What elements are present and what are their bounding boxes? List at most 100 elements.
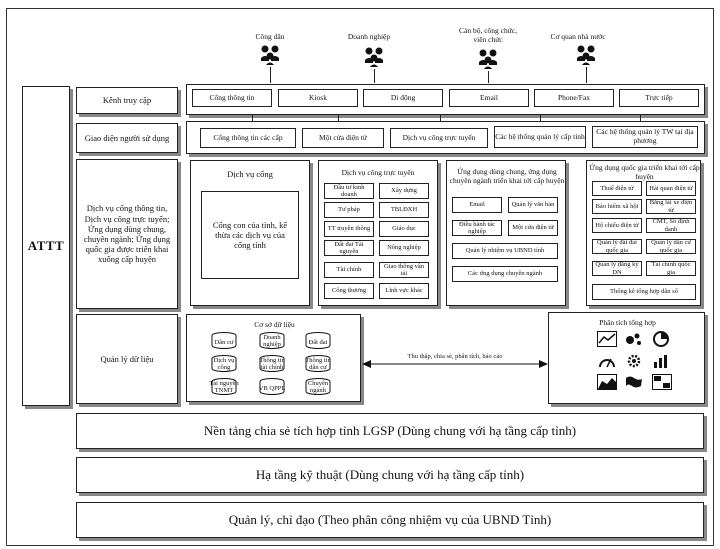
infrastructure-layer: Hạ tầng kỹ thuật (Dùng chung với hạ tầng…: [76, 457, 704, 493]
service-item: Đầu tư kinh doanh: [324, 183, 374, 199]
database-icon: [305, 332, 331, 349]
data-management-label: Quản lý dữ liệu: [76, 314, 178, 404]
online-services-title: Dịch vụ công trực tuyến: [341, 167, 415, 177]
flow-arrow: [362, 360, 548, 368]
analytics-title: Phân tích tổng hợp: [599, 317, 656, 327]
database-icon: [211, 378, 237, 395]
national-item-wide: Thống kê tổng hợp dân số: [592, 284, 696, 300]
database-icon: [211, 332, 237, 349]
gear-chart-icon: [627, 354, 641, 368]
channels-row: [186, 84, 705, 115]
national-item: Bảo hiểm xã hội: [592, 199, 642, 214]
database-icon: [211, 355, 237, 372]
service-item: Nông nghiệp: [379, 240, 429, 256]
database-label: Dịch vụ công: [213, 356, 235, 371]
bar-chart-icon: [654, 355, 667, 368]
interface-one-stop: Một cửa điện tử: [302, 128, 384, 148]
interface-central-systems: Các hệ thống quản lý TW tại địa phương: [592, 126, 698, 148]
radial-chart-icon: [599, 358, 615, 368]
connector-line: [270, 67, 271, 83]
app-item: Email: [452, 197, 502, 213]
database-icon: [305, 378, 331, 395]
connector-line: [488, 71, 489, 83]
interface-portal-levels: Cổng thông tin các cấp: [200, 128, 296, 148]
database-icon: [305, 355, 331, 372]
map-icon: [626, 376, 642, 388]
actor-label-officials: Cán bộ, công chức, viên chức: [458, 26, 517, 44]
app-item-wide: Các ứng dụng chuyên ngành: [452, 266, 558, 282]
database-label: VB QPPL: [258, 385, 286, 393]
access-channel-label: Kênh truy cập: [76, 87, 178, 114]
database-icon: [259, 355, 285, 372]
national-item: Quản lý đăng ký DN: [592, 261, 642, 276]
app-item-wide: Quản lý nhiệm vụ UBND tỉnh: [452, 243, 558, 259]
service-item: Xây dựng: [379, 183, 429, 199]
people-icon: [479, 49, 497, 69]
national-item: Hải quan điện tử: [646, 181, 696, 196]
channel-direct: Trực tiếp: [619, 89, 699, 107]
actor-label-business: Doanh nghiệp: [347, 31, 391, 41]
channel-email: Email: [449, 89, 529, 107]
channel-kiosk: Kiosk: [278, 89, 358, 107]
grid-chart-icon: [652, 374, 672, 390]
database-label: Đất đai: [308, 339, 328, 347]
line-chart-icon: [597, 331, 617, 347]
actor-label-agency: Cơ quan nhà nước: [550, 31, 606, 41]
interface-provincial-systems: Các hệ thống quản lý cấp tỉnh: [494, 126, 586, 148]
database-icon: [259, 332, 285, 349]
service-item: Công thương: [324, 283, 374, 299]
actor-label-citizen: Công dân: [255, 31, 285, 41]
channel-phone-fax: Phone/Fax: [534, 89, 614, 107]
portal-services-title: Dịch vụ cổng: [227, 168, 273, 179]
connector-line: [586, 67, 587, 83]
sub-portal-box: Cổng con của tỉnh, kế thừa các dịch vụ c…: [201, 191, 299, 279]
pie-chart-icon: [653, 331, 669, 347]
national-item: Thuế điện tử: [592, 181, 642, 196]
channel-mobile: Di động: [363, 89, 443, 107]
national-item: Bằng lái xe điện tử: [646, 199, 696, 214]
database-label: Doanh nghiệp: [263, 333, 281, 348]
area-chart-icon: [597, 374, 617, 390]
national-item: Quản lý đất đai quốc gia: [592, 239, 642, 254]
attt-column: ATTT: [22, 86, 70, 406]
service-item: Đất đai Tài nguyên: [324, 240, 374, 256]
connector-line: [374, 69, 375, 83]
service-item: TBLĐXH: [379, 202, 429, 218]
service-item: TT truyền thông: [324, 221, 374, 237]
database-label: Thông tin dân cư: [305, 356, 331, 371]
app-item: Quản lý văn bản: [508, 197, 558, 213]
attt-label: ATTT: [27, 238, 65, 253]
service-item: Tư pháp: [324, 202, 374, 218]
database-label: Thông tin tài chính: [259, 356, 285, 371]
people-icon: [365, 47, 383, 67]
interface-online-services: Dịch vụ công trực tuyến: [390, 128, 488, 148]
management-layer: Quản lý, chỉ đạo (Theo phân công nhiệm v…: [76, 502, 704, 538]
people-icon: [577, 45, 595, 65]
lgsp-layer: Nền tảng chia sẻ tích hợp tỉnh LGSP (Dùn…: [76, 413, 704, 449]
database-title: Cơ sở dữ liệu: [254, 319, 295, 329]
national-item: CMT, Số định danh: [646, 218, 696, 233]
shared-apps-title: Ứng dụng dùng chung, ứng dụng chuyên ngà…: [449, 167, 565, 185]
scatter-icon: [626, 333, 641, 345]
people-icon: [261, 45, 279, 65]
national-item: Hộ chiếu điện tử: [592, 218, 642, 233]
database-label: Tài nguyên TNMT: [209, 379, 239, 394]
database-label: Dân cư: [214, 339, 234, 347]
user-interface-label: Giao diện người sử dụng: [76, 123, 178, 153]
channel-portal: Cổng thông tin: [192, 89, 272, 107]
portal-services-box: Dịch vụ cổng Cổng con của tỉnh, kế thừa …: [190, 160, 310, 306]
database-label: Chuyên ngành: [307, 379, 329, 394]
service-item: Giáo dục: [379, 221, 429, 237]
app-item: Điều hành tác nghiệp: [452, 220, 502, 236]
app-item: Một cửa điện tử: [508, 220, 558, 236]
flow-label: Thu thập, chia sẻ, phân tích, báo cáo: [380, 352, 530, 361]
national-item: Quản lý dân cư quốc gia: [646, 239, 696, 254]
national-item: Tài chính quốc gia: [646, 261, 696, 276]
database-icon: [259, 378, 285, 395]
analytics-box: Phân tích tổng hợp: [548, 312, 705, 404]
services-label: Dịch vụ cổng thông tin, Dịch vụ công trự…: [76, 159, 178, 309]
service-item: Giao thông vận tải: [379, 262, 429, 278]
service-item: Lĩnh vực khác: [379, 283, 429, 299]
national-apps-title: Ứng dụng quốc gia triển khai tới cấp huy…: [589, 163, 700, 181]
service-item: Tài chính: [324, 262, 374, 278]
